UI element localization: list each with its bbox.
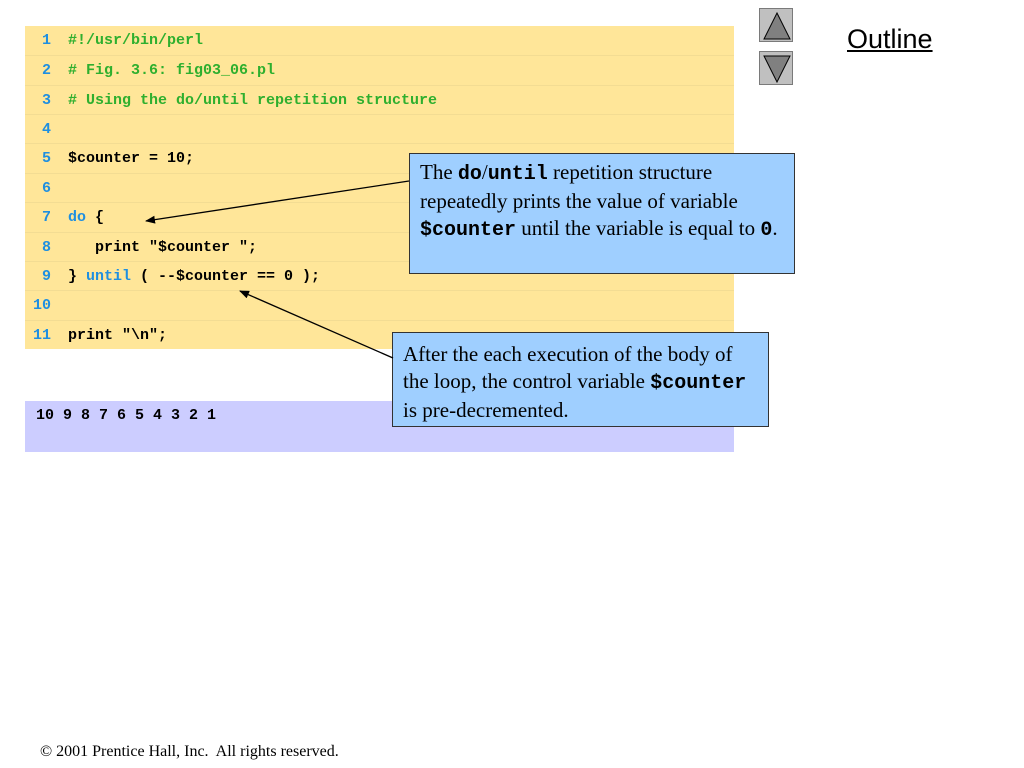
code-text: print "\n"; [68,321,167,350]
output-text: 10 9 8 7 6 5 4 3 2 1 [36,407,217,424]
line-number: 4 [41,121,51,139]
code-line: 6 [25,172,734,203]
code-text: #!/usr/bin/perl [68,26,203,55]
code-line: 3 # Using the do/until repetition structu… [25,84,734,115]
callout-1-code-4: 0 [760,219,773,242]
line-number: 8 [41,238,51,256]
copyright-footer: © 2001 Prentice Hall, Inc. All rights re… [40,743,339,760]
code-text: $counter = 10; [68,144,194,173]
code-comment: # Using the do/until repetition structur… [68,91,438,109]
triangle-down-icon [763,55,791,84]
callout-1-code-1: do [457,163,482,186]
previous-slide-button[interactable] [759,8,793,42]
code-text: print "$counter "; [68,233,257,262]
callout-1-code-3: $counter [420,219,517,242]
line-number: 2 [41,62,51,80]
line-number: 7 [41,209,51,227]
triangle-up-icon [763,11,791,40]
callout-1-text-2: / [481,160,488,184]
code-text: } until ( --$counter == 0 ); [68,262,320,291]
callout-1-text-1: The [420,160,458,184]
callout-1-text-3: repetition structure repeatedly prints t… [420,160,738,213]
code-text: # Fig. 3.6: fig03_06.pl [68,56,275,85]
line-number: 6 [41,179,51,197]
code-comment: # Fig. 3.6: fig03_06.pl [68,62,276,80]
line-number: 1 [41,32,51,49]
line-number: 3 [41,91,51,109]
code-line: 4 [25,114,734,144]
code-segment: ( --$counter == 0 ); [131,267,321,285]
code-line: 2 # Fig. 3.6: fig03_06.pl [25,55,734,85]
callout-1-code-2: until [487,163,548,186]
code-segment: print "$counter "; [68,238,258,256]
code-keyword: until [86,267,132,285]
code-line: 10 [25,290,734,320]
line-number: 10 [32,297,51,315]
code-line: 5 $counter = 10; [25,143,734,173]
code-line: 9} until ( --$counter == 0 ); [25,260,734,291]
next-slide-button[interactable] [759,51,793,85]
code-segment: { [86,209,105,227]
code-segment: } [68,267,87,285]
callout-do-until: The do/until repetition structure repeat… [409,153,795,274]
code-keyword: do [68,209,87,227]
callout-2-text-2: is pre-decremented. [403,398,569,422]
callout-2-text-1: After the each execution of the body of … [403,342,733,393]
callout-2-code-1: $counter [650,372,747,395]
code-segment: print "\n"; [68,326,168,344]
callout-1-text-5: . [772,216,778,240]
code-text: do { [68,203,104,232]
line-number: 11 [32,326,51,344]
callout-1-text-4: until the variable is equal to [516,216,761,240]
line-number: 5 [41,150,51,168]
line-number: 9 [41,267,51,285]
callout-pre-decrement: After the each execution of the body of … [392,332,769,427]
code-text: # Using the do/until repetition structur… [68,86,437,115]
code-line: 8 print "$counter "; [25,231,734,262]
code-segment: $counter = 10; [68,150,195,168]
code-line: 1 #!/usr/bin/perl [25,26,734,55]
code-comment: #!/usr/bin/perl [68,32,204,49]
outline-link[interactable]: Outline [847,24,933,54]
